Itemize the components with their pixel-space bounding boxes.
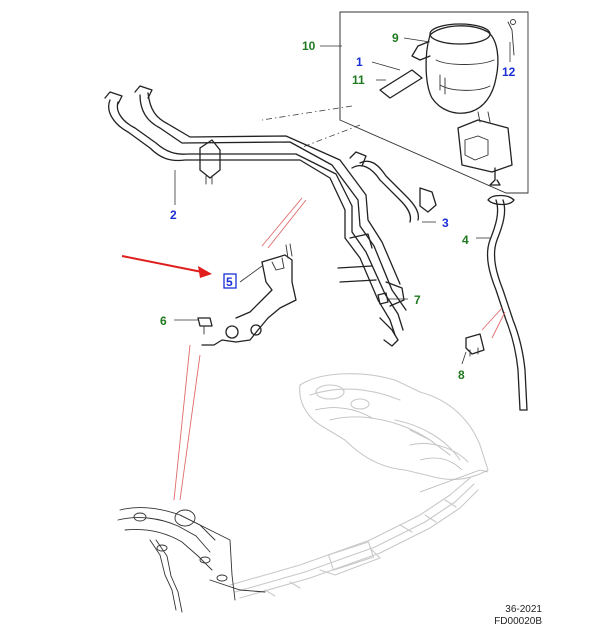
callout-11[interactable]: 11 — [352, 73, 365, 87]
locator-lines — [173, 197, 506, 501]
callout-5[interactable]: 5 — [226, 275, 233, 289]
fuel-lines-ghost — [229, 429, 489, 599]
engine-harness-ghost — [117, 507, 266, 613]
figure-reference-number: 36-2021 — [505, 604, 542, 615]
callout-3[interactable]: 3 — [442, 216, 449, 230]
detail-inset-box — [339, 11, 529, 194]
bracket-5 — [201, 243, 297, 346]
selection-box[interactable] — [223, 273, 237, 289]
callout-4[interactable]: 4 — [462, 233, 469, 247]
clip-7 — [377, 292, 389, 305]
callout-6[interactable]: 6 — [160, 314, 167, 328]
callout-2[interactable]: 2 — [170, 208, 177, 222]
callout-1[interactable]: 1 — [356, 55, 363, 69]
figure-code: FD00020B — [494, 616, 542, 627]
inset-reference-line-2 — [299, 124, 361, 149]
fuel-pipe-assembly — [104, 85, 407, 347]
fuel-pipe-4 — [486, 194, 528, 411]
fuel-tank-ghost — [299, 373, 489, 480]
callout-9[interactable]: 9 — [392, 31, 399, 45]
callout-12[interactable]: 12 — [502, 65, 516, 79]
leader-lines — [174, 37, 511, 365]
callout-7[interactable]: 7 — [414, 293, 421, 307]
fuel-hose-3 — [349, 151, 437, 223]
clip-8 — [465, 333, 485, 357]
bolt-6 — [197, 317, 213, 335]
fuel-filter-housing — [379, 19, 516, 186]
callout-10[interactable]: 10 — [302, 39, 316, 53]
callout-8[interactable]: 8 — [458, 368, 465, 382]
inset-reference-line — [261, 105, 353, 121]
red-pointer-arrow — [121, 255, 212, 278]
